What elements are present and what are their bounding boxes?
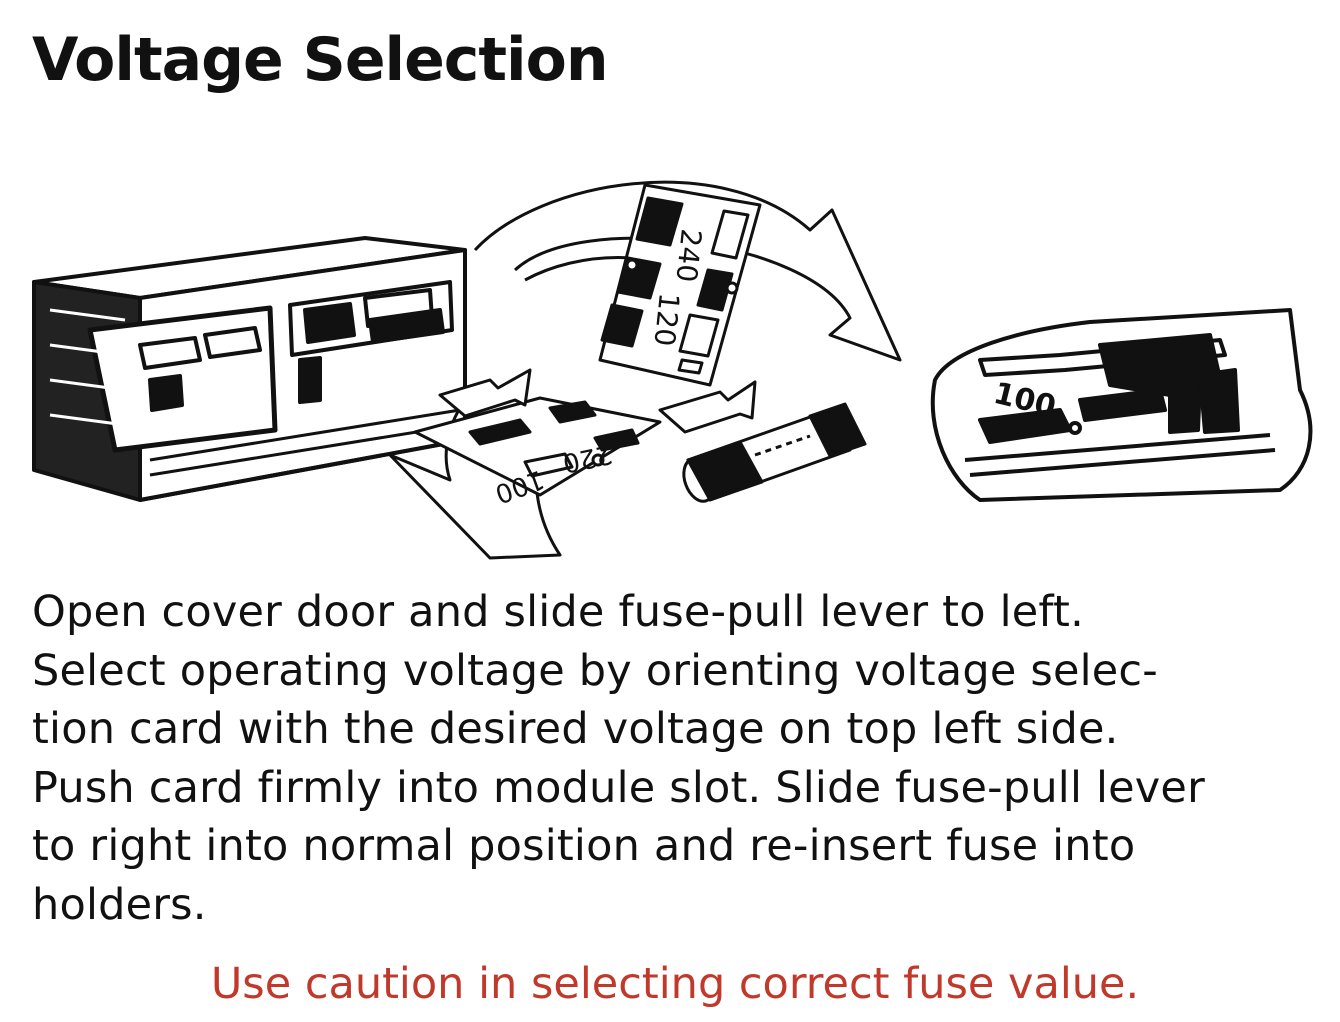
caution-note: Use caution in selecting correct fuse va… [210,959,1140,1009]
instruction-line: Open cover door and slide fuse-pull leve… [32,587,1084,637]
instruction-line: to right into normal position and re-ins… [32,821,1136,871]
instructions-paragraph: Open cover door and slide fuse-pull leve… [32,583,1322,934]
instruction-line: Select operating voltage by orienting vo… [32,645,1158,696]
voltage-selection-illustration: 240 120 220 100 100 [32,180,1313,560]
fuse [682,402,867,503]
instruction-line: holders. [32,879,207,930]
page-title: Voltage Selection [32,25,609,95]
closeup-detail: 100 [930,308,1313,502]
instruction-line: Push card firmly into module slot. Slide… [32,762,1205,813]
voltage-card-flat: 220 100 [413,396,662,509]
card-label-120: 120 [647,291,685,348]
card-label-240: 240 [669,227,707,284]
voltage-card-standing: 240 120 [598,183,762,387]
power-entry-module [32,236,467,502]
instruction-line: tion card with the desired voltage on to… [32,704,1119,754]
insert-arrows [438,368,757,434]
